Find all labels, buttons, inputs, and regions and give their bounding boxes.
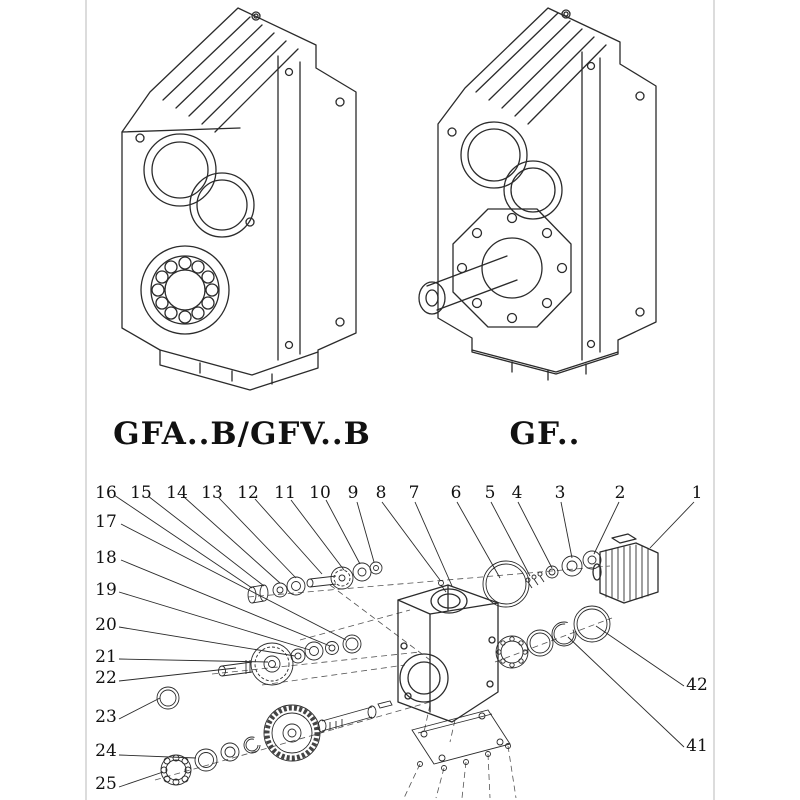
part-numbers-top: 16 15 14 13 12 11 10 9 8 7 6 5 4 3 2 1 <box>95 483 702 503</box>
exploded-view: 16 15 14 13 12 11 10 9 8 7 6 5 4 3 2 1 1… <box>95 483 708 799</box>
right-gearbox-drawing <box>418 7 657 381</box>
part-number-20: 20 <box>95 615 117 635</box>
model-label-left: GFA..B/GFV..B <box>113 416 371 452</box>
part-number-8: 8 <box>376 483 387 503</box>
assembly-axis-lines <box>154 565 613 799</box>
part-number-9: 9 <box>348 483 359 503</box>
part-numbers-right: 42 41 <box>686 675 708 756</box>
part-numbers-left: 17 18 19 20 21 22 23 24 25 <box>95 512 117 794</box>
part-number-41: 41 <box>686 736 708 756</box>
part-number-24: 24 <box>95 741 117 761</box>
part-number-11: 11 <box>274 483 296 503</box>
part-number-13: 13 <box>201 483 223 503</box>
part-number-12: 12 <box>237 483 259 503</box>
part-number-42: 42 <box>686 675 708 695</box>
part-number-2: 2 <box>615 483 626 503</box>
part-number-15: 15 <box>130 483 152 503</box>
part-number-4: 4 <box>512 483 523 503</box>
part-number-22: 22 <box>95 668 117 688</box>
part-number-19: 19 <box>95 580 117 600</box>
housing <box>397 584 499 723</box>
intermediate-axis-parts <box>156 634 362 710</box>
leader-lines <box>113 494 695 788</box>
part-number-16: 16 <box>95 483 117 503</box>
part-number-3: 3 <box>555 483 566 503</box>
part-number-10: 10 <box>309 483 331 503</box>
bore-circle <box>143 133 217 207</box>
output-shaft <box>418 255 518 315</box>
part-number-6: 6 <box>451 483 462 503</box>
part-number-1: 1 <box>692 483 703 503</box>
right-ring-parts <box>495 605 611 669</box>
left-gearbox-drawing <box>121 7 357 391</box>
model-label-right: GF.. <box>510 416 581 452</box>
part-number-17: 17 <box>95 512 117 532</box>
part-number-7: 7 <box>409 483 420 503</box>
motor <box>592 533 659 604</box>
output-axis-parts <box>160 700 393 786</box>
part-number-25: 25 <box>95 774 117 794</box>
part-number-14: 14 <box>166 483 188 503</box>
input-axis-parts <box>247 550 602 608</box>
part-number-21: 21 <box>95 647 117 667</box>
output-flange <box>452 208 572 328</box>
part-number-18: 18 <box>95 548 117 568</box>
part-number-5: 5 <box>485 483 496 503</box>
cover-plate <box>411 709 511 771</box>
bearing-detail <box>140 245 230 335</box>
part-number-23: 23 <box>95 707 117 727</box>
